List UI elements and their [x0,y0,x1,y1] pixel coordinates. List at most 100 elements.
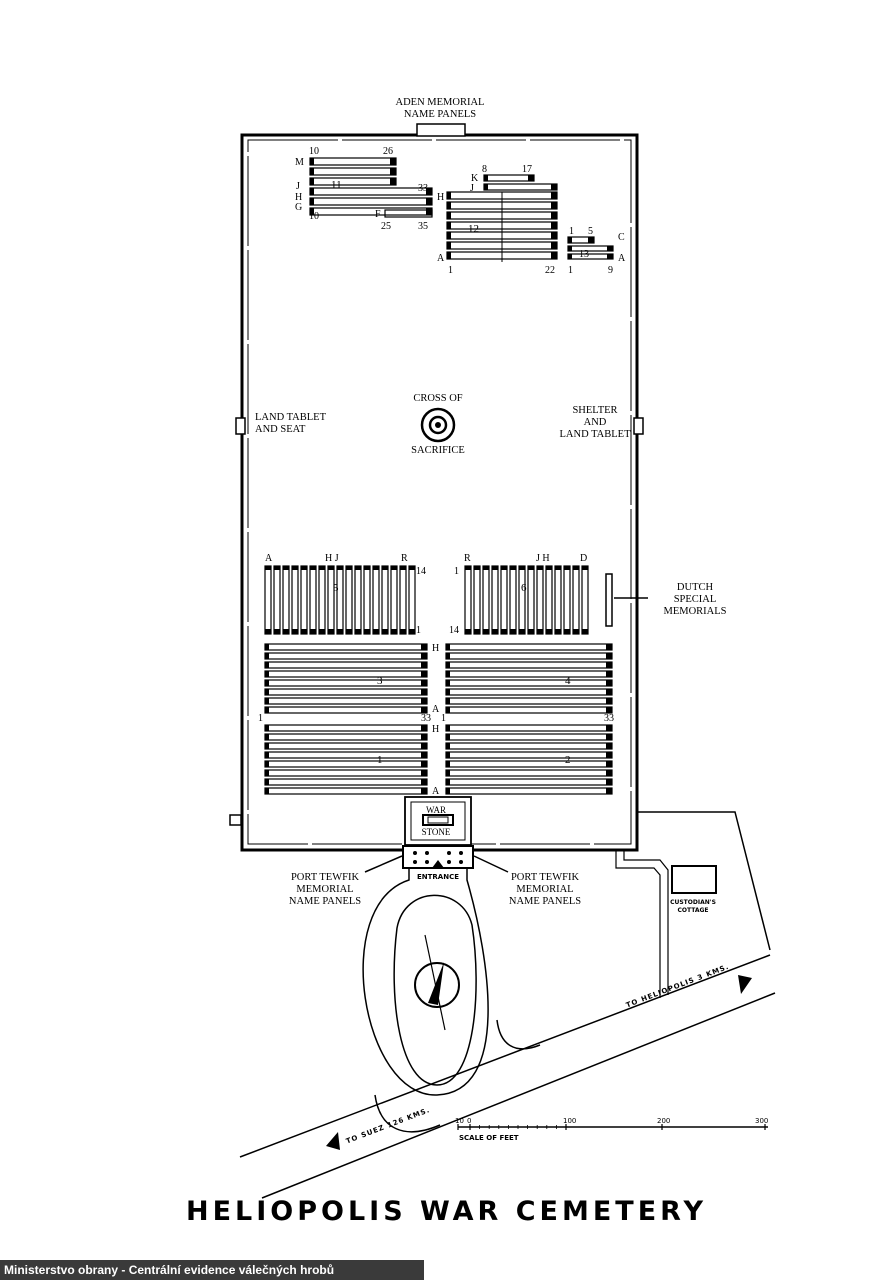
plot3-row [264,697,428,705]
plot3-row [264,661,428,669]
plot5-col-end-bottom [346,629,352,634]
plot1-row [264,778,428,786]
plot2-row [445,769,613,777]
plot2-row [445,760,613,768]
plot1-row-end-right [421,734,427,740]
scale-tick-10: 10 [455,1117,464,1125]
plot6-col [473,565,481,635]
plot5-top-r: R [401,553,408,564]
plot4-row-end-right [606,662,612,668]
plot12-id: 12 [468,223,479,235]
entrance-pillar [413,851,417,855]
plot11-num-25: 25 [381,221,391,232]
plot12-k-row [483,174,535,182]
plot11-id: 11 [331,179,342,191]
plot11-row-end-right [390,158,396,165]
plot11-num-35: 35 [418,221,428,232]
plot6-col [482,565,490,635]
main-road-edge-south [261,992,776,1199]
plot12-row-end-left [447,232,451,239]
plot11-row-g: G [295,202,303,213]
plot12-row-end-right [551,242,557,249]
plot11b-row-end-right [426,198,432,205]
cross-of-sacrifice-bottom-label: SACRIFICE [411,445,465,456]
plot4-row [445,643,613,651]
plot13-top-row-end-right [588,237,594,243]
plot1-row [264,760,428,768]
plot12-k-row-end-left [484,175,488,181]
plot4-id: 4 [565,675,571,687]
plot6-col-end-top [465,566,471,570]
plot13-num-9: 9 [608,265,613,276]
plot6-top-jh: J H [536,553,550,564]
plot11-num-10-bottom: 10 [309,211,319,222]
plot3-row-end-left [265,698,269,704]
plot11-row-j: J [296,181,300,192]
plot5-col-end-bottom [319,629,325,634]
plot6-col-end-bottom [501,629,507,634]
land-tablet-left [235,417,246,435]
plot3-row [264,688,428,696]
plot4-row [445,697,613,705]
plot5-col [372,565,380,635]
plot11-row-end-right [390,178,396,185]
scale-tick-200: 200 [657,1117,671,1125]
plot4-row-end-left [446,680,450,686]
plot6-col-end-bottom [582,629,588,634]
plot4-row-end-right [606,644,612,650]
plot11-row-m: M [295,157,304,168]
plot11-row-h: H [295,192,303,203]
plot11-row-f-block [384,209,433,218]
plot4-row [445,670,613,678]
plot13-row-end-right [607,254,613,259]
plot2-row-end-left [446,788,450,794]
plot11b-row [309,187,433,196]
plot4-row-end-left [446,689,450,695]
plot1-id: 1 [377,754,383,766]
plot12-row-end-right [551,192,557,199]
plot5-id: 5 [333,582,339,594]
plot6-col-end-bottom [510,629,516,634]
plot5-col [282,565,290,635]
plot2-row-end-right [606,743,612,749]
drive-inner-island [393,894,477,1086]
row-mark-1-right: 1 [441,713,446,724]
plot6-col-end-bottom [546,629,552,634]
plot11-num-33: 33 [418,183,428,194]
plot6-col-end-top [555,566,561,570]
entrance-pillar [459,860,463,864]
scale-tick-100: 100 [563,1117,577,1125]
plot5-col [264,565,272,635]
plot2-row [445,787,613,795]
plot2-row-end-right [606,734,612,740]
plot5-col-end-top [409,566,415,570]
land-tablet-right [633,417,644,435]
plot3-row-end-right [421,671,427,677]
plot4-row [445,688,613,696]
entrance-arrow [432,860,444,868]
plot2-row-end-left [446,734,450,740]
plot5-col [363,565,371,635]
plot1-row-end-left [265,788,269,794]
plot6-col-end-bottom [555,629,561,634]
cross-of-sacrifice-center [435,422,441,428]
plot5-col-end-top [292,566,298,570]
plot5-col [408,565,416,635]
plot5-col [390,565,398,635]
plot12-row-end-right [551,212,557,219]
sundial-blade [428,962,444,1005]
plot12-row-end-right [551,232,557,239]
plot5-num-1: 1 [416,625,421,636]
plot5-col [399,565,407,635]
plot5-col [354,565,362,635]
entrance-pillar [425,851,429,855]
plot1-row [264,751,428,759]
plot1-row-end-left [265,743,269,749]
plot5-col [273,565,281,635]
plot1-row-end-right [421,725,427,731]
plot12-num-22: 22 [545,265,555,276]
plot6-col [464,565,472,635]
plot11-row-end-left [310,158,314,165]
